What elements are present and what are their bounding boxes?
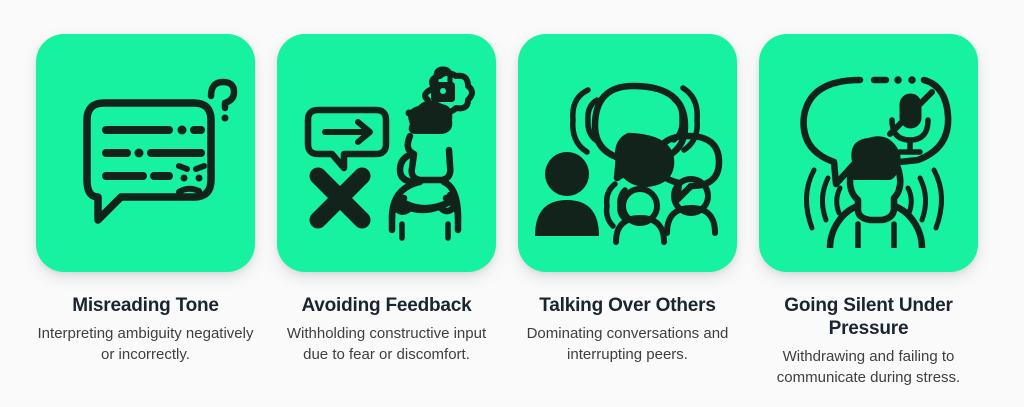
crossed-arms-blocked-feedback-lock-icon (304, 66, 475, 241)
speech-bubble-frowning-face-question-icon (82, 78, 237, 224)
card-caption: Talking Over Others Dominating conversat… (516, 272, 740, 365)
muted-microphone-silent-person-icon (799, 76, 951, 248)
icon-tile (518, 34, 737, 272)
icon-tile (36, 34, 255, 272)
card-avoiding-feedback[interactable]: Avoiding Feedback Withholding constructi… (277, 34, 496, 365)
card-going-silent[interactable]: Going Silent Under Pressure Withdrawing … (759, 34, 978, 388)
card-description: Dominating conversations and interruptin… (526, 325, 729, 363)
card-caption: Avoiding Feedback Withholding constructi… (275, 272, 499, 365)
card-description: Withdrawing and failing to communicate d… (776, 348, 961, 386)
overlapping-speech-bubbles-group-icon (534, 82, 722, 245)
card-title: Misreading Tone (72, 295, 219, 316)
card-title: Going Silent Under Pressure (784, 295, 953, 339)
card-description: Withholding constructive input due to fe… (286, 325, 487, 363)
card-misreading-tone[interactable]: Misreading Tone Interpreting ambiguity n… (36, 34, 255, 365)
card-description: Interpreting ambiguity negatively or inc… (37, 325, 254, 363)
card-title: Avoiding Feedback (301, 295, 472, 316)
icon-tile (759, 34, 978, 272)
card-caption: Going Silent Under Pressure Withdrawing … (757, 272, 981, 388)
card-caption: Misreading Tone Interpreting ambiguity n… (34, 272, 258, 365)
card-talking-over-others[interactable]: Talking Over Others Dominating conversat… (518, 34, 737, 365)
card-title: Talking Over Others (539, 295, 716, 316)
icon-tile (277, 34, 496, 272)
